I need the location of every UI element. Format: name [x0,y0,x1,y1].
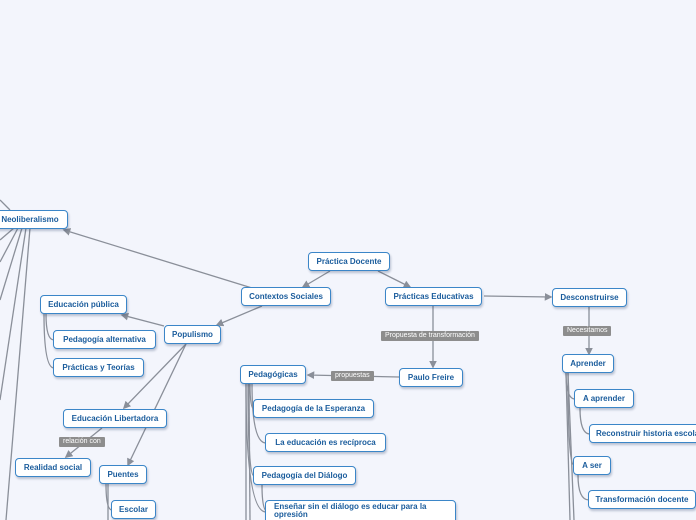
node-desconstruirse[interactable]: Desconstruirse [552,288,627,307]
node-paulo-freire[interactable]: Paulo Freire [399,368,463,387]
label-propuesta-transformacion: Propuesta de transformación [381,331,479,341]
node-a-ser[interactable]: A ser [573,456,611,475]
link-neo-a [0,227,15,241]
link-aprender-a-ser [567,372,575,466]
link-practicas-desconstruirse [483,293,553,301]
link-docente-practicas [377,270,412,288]
node-reconstruir-historia[interactable]: Reconstruir historia escolar [589,424,696,443]
link-contextos-neoliberalismo [62,228,253,289]
link-aprender-down-a [565,372,571,520]
node-practica-docente[interactable]: Práctica Docente [308,252,390,271]
node-educacion-reciproca[interactable]: La educación es recíproca [265,433,386,452]
link-neo-d [0,227,27,401]
link-aprender-down-b [567,372,575,520]
link-contextos-populismo [215,305,263,327]
node-contextos-sociales[interactable]: Contextos Sociales [241,287,331,306]
link-publica-alternativa [45,313,55,341]
link-populismo-puentes [127,343,187,467]
node-practicas-teorias[interactable]: Prácticas y Teorías [53,358,144,377]
node-pedagogia-alternativa[interactable]: Pedagogía alternativa [53,330,156,349]
link-a-ser-transformacion [577,474,590,501]
link-ped-down-b [248,383,251,520]
node-educacion-publica[interactable]: Educación pública [40,295,127,314]
link-publica-teorias [43,313,55,369]
link-populismo-publica [120,312,165,327]
node-aprender[interactable]: Aprender [562,354,614,373]
node-escolar[interactable]: Escolar [111,500,156,519]
node-puentes[interactable]: Puentes [99,465,147,484]
link-neo-top [0,199,11,211]
label-necesitamos: Necesitamos [563,326,612,336]
node-ensenar-dialogo[interactable]: Enseñar sin el diálogo es educar para la… [265,500,456,520]
label-relacion-con: relación con [59,437,105,447]
link-neo-c [0,227,23,301]
label-propuestas: propuestas [331,371,374,381]
node-pedagogia-dialogo[interactable]: Pedagogía del Diálogo [253,466,356,485]
link-neo-e [5,227,31,520]
link-ped-reciproca [251,383,267,444]
link-a-aprender-reconstruir [579,407,591,435]
node-neoliberalismo[interactable]: Neoliberalismo [0,210,68,229]
node-educacion-libertadora[interactable]: Educación Libertadora [63,409,167,428]
link-docente-contextos [301,270,331,288]
link-neo-b [0,227,19,263]
node-populismo[interactable]: Populismo [164,325,221,344]
node-a-aprender[interactable]: A aprender [574,389,634,408]
link-populismo-libertadora [122,343,187,410]
node-transformacion-docente[interactable]: Transformación docente [588,490,696,509]
node-pedagogia-esperanza[interactable]: Pedagogía de la Esperanza [253,399,374,418]
node-pedagogicas[interactable]: Pedagógicas [240,365,306,384]
node-practicas-educativas[interactable]: Prácticas Educativas [385,287,482,306]
node-realidad-social[interactable]: Realidad social [15,458,91,477]
